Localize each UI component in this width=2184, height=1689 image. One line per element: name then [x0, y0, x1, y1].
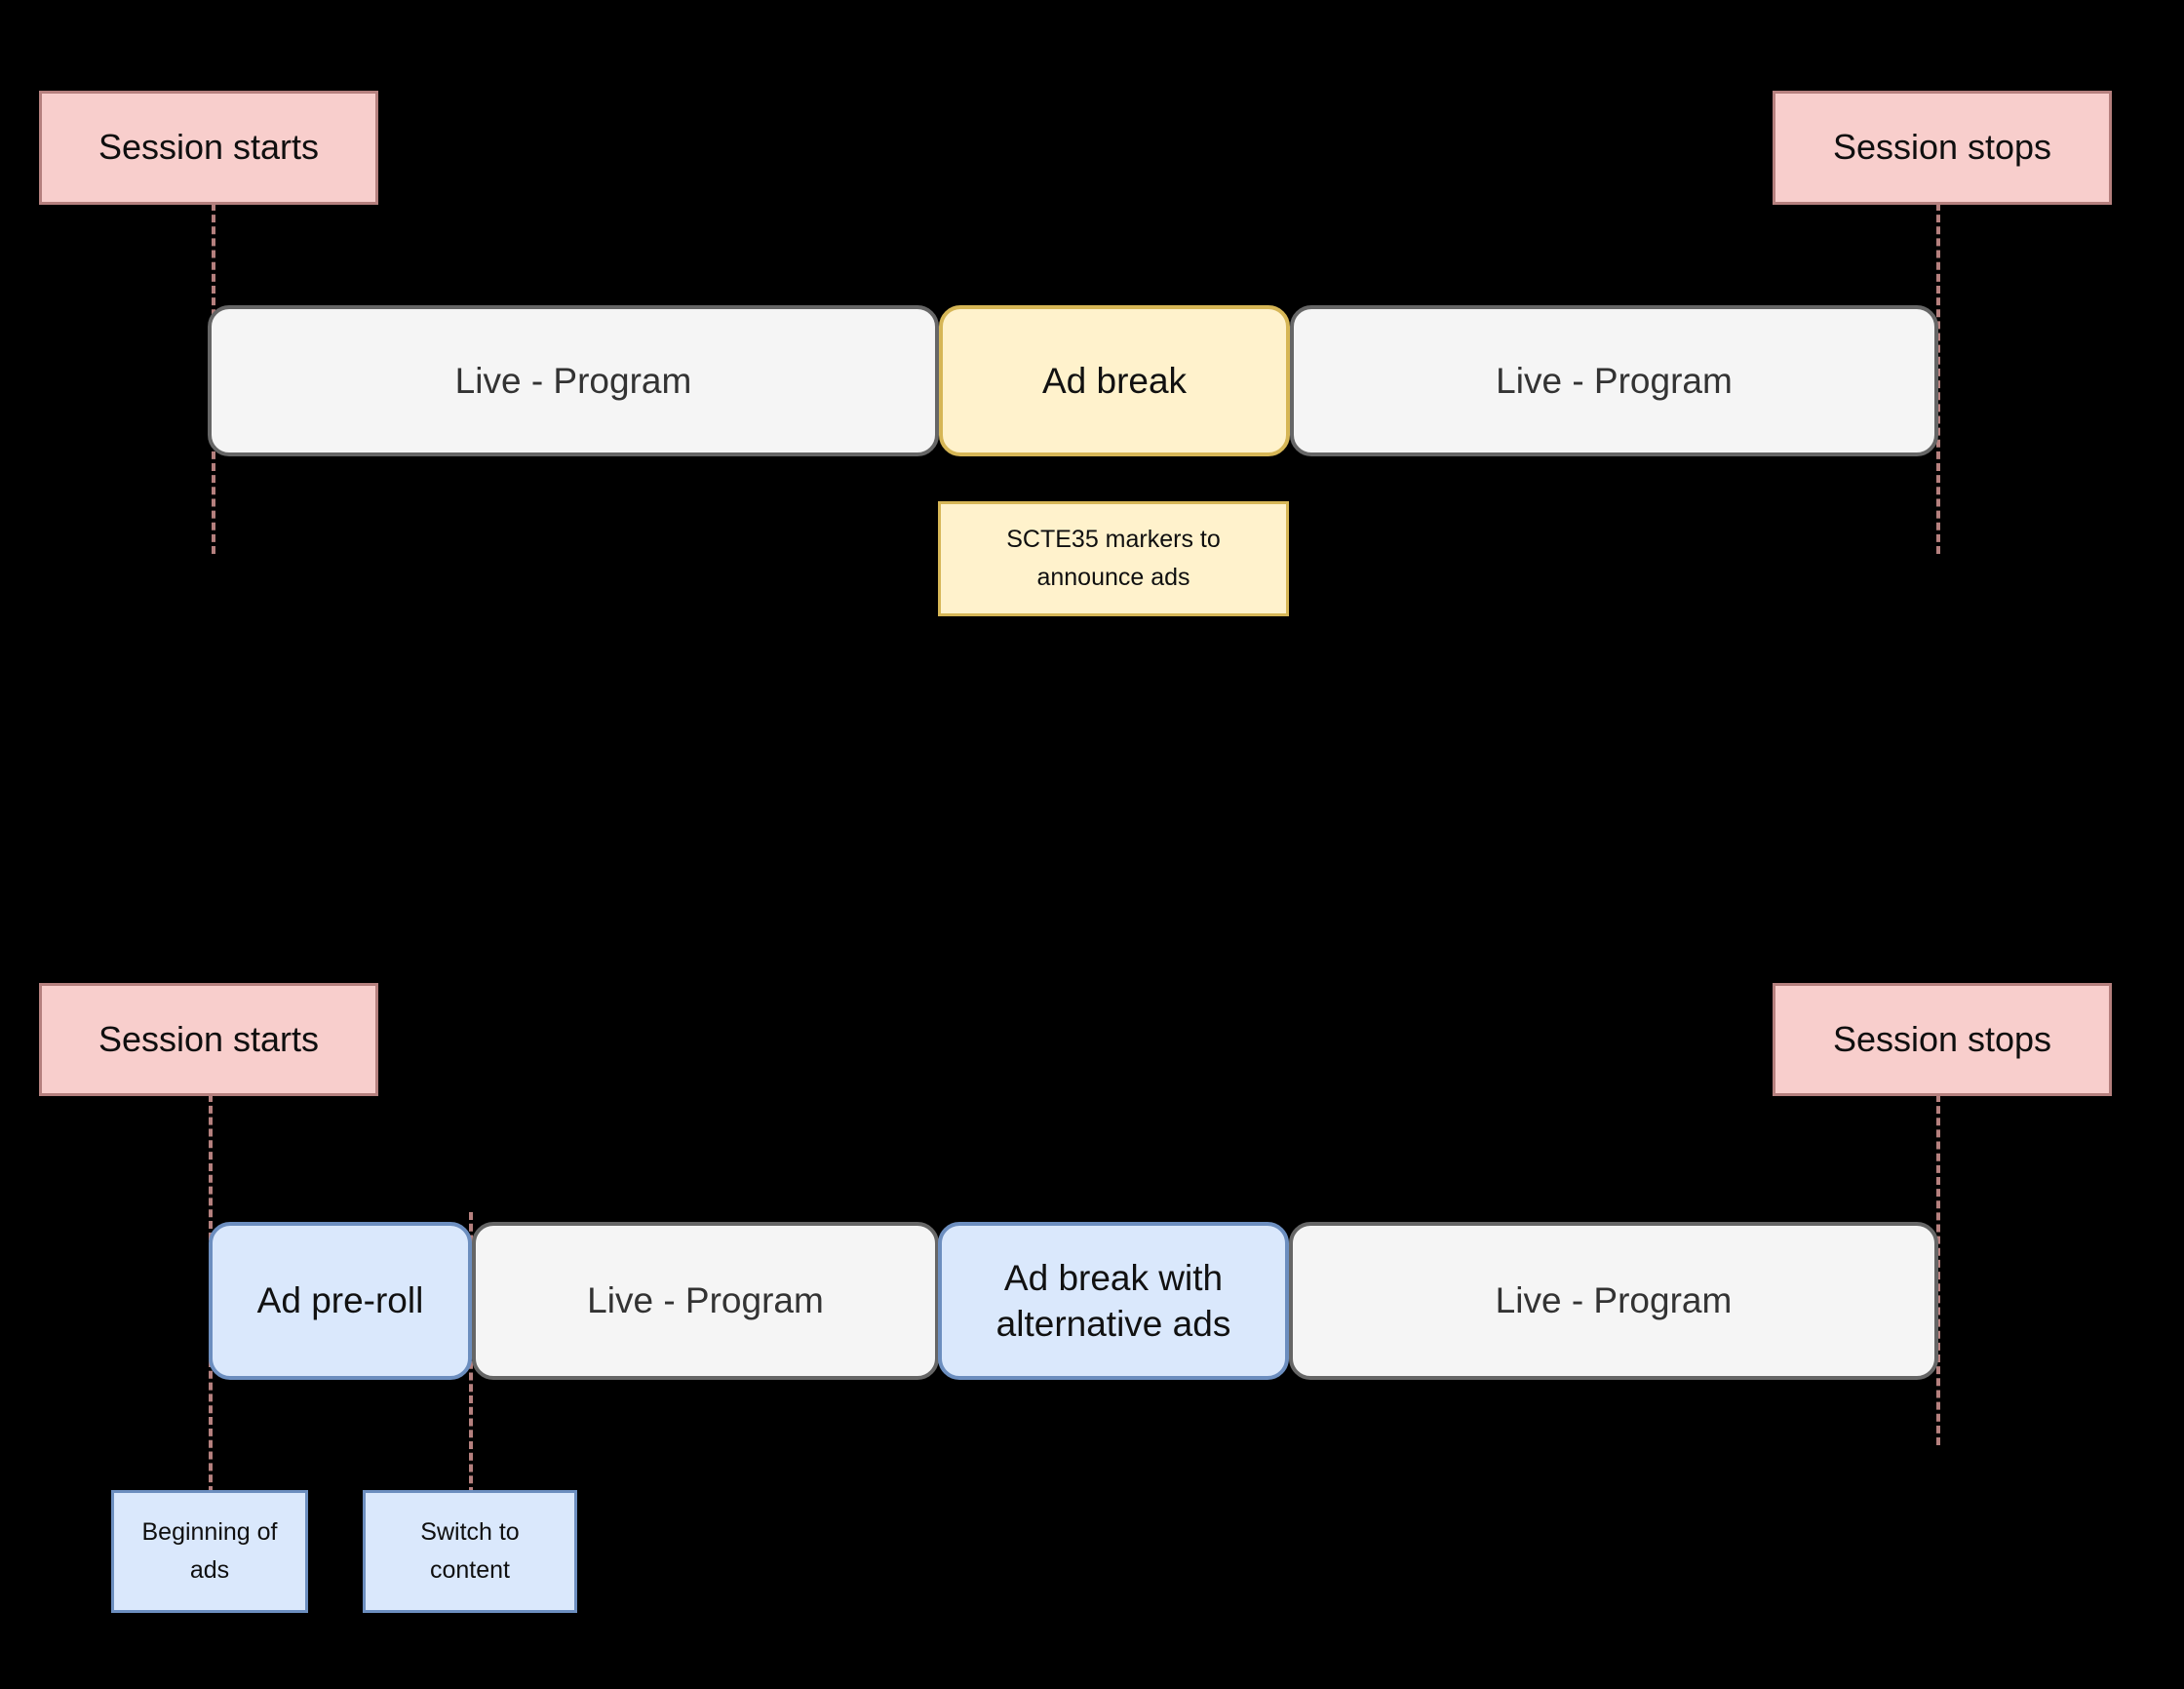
segment-label: Live - Program — [1495, 1280, 1733, 1321]
segment-label: Ad break — [1041, 360, 1188, 401]
event-box-session-stops-top[interactable]: Session stops — [1773, 91, 2112, 205]
event-box-session-stops-bottom[interactable]: Session stops — [1773, 983, 2112, 1096]
timeline-segment-live-program-bottom-1[interactable]: Live - Program — [472, 1222, 939, 1380]
callout-label: Switch to content — [420, 1518, 520, 1584]
callout-beginning-of-ads: Beginning of ads — [111, 1490, 308, 1613]
dashed-connector-bottom-session-stop — [1936, 1094, 1940, 1445]
event-label: Session starts — [98, 127, 320, 168]
segment-label: Live - Program — [587, 1280, 824, 1321]
timeline-segment-live-program-top-1[interactable]: Live - Program — [208, 305, 939, 456]
dashed-connector-top-session-stop — [1936, 203, 1940, 554]
event-box-session-starts-top[interactable]: Session starts — [39, 91, 378, 205]
event-label: Session starts — [98, 1018, 320, 1059]
segment-label: Ad pre-roll — [256, 1280, 424, 1321]
callout-switch-to-content: Switch to content — [363, 1490, 577, 1613]
event-label: Session stops — [1832, 1018, 2052, 1059]
segment-label: Live - Program — [1496, 360, 1733, 401]
timeline-segment-ad-pre-roll[interactable]: Ad pre-roll — [209, 1222, 472, 1380]
event-box-session-starts-bottom[interactable]: Session starts — [39, 983, 378, 1096]
segment-label: Live - Program — [454, 360, 692, 401]
callout-scte35-markers: SCTE35 markers to announce ads — [938, 501, 1289, 616]
timeline-segment-ad-break-alternative-ads[interactable]: Ad break with alternative ads — [938, 1222, 1289, 1380]
callout-label: SCTE35 markers to announce ads — [1006, 526, 1221, 591]
timeline-segment-ad-break-top[interactable]: Ad break — [939, 305, 1290, 456]
timeline-segment-live-program-top-2[interactable]: Live - Program — [1290, 305, 1938, 456]
callout-label: Beginning of ads — [141, 1518, 278, 1584]
segment-label: Ad break with alternative ads — [995, 1257, 1231, 1344]
event-label: Session stops — [1832, 127, 2052, 168]
timeline-segment-live-program-bottom-2[interactable]: Live - Program — [1289, 1222, 1938, 1380]
